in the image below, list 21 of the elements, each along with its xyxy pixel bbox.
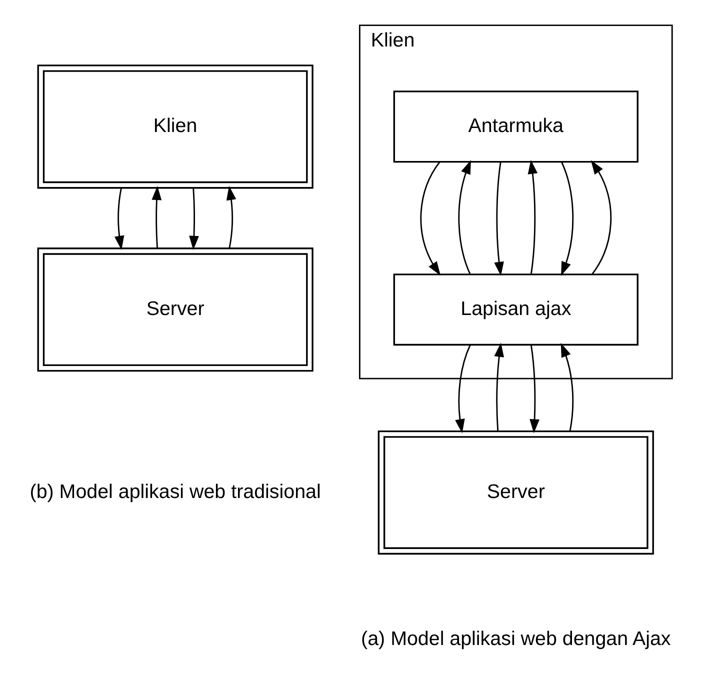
arrow — [458, 160, 471, 274]
arrow — [455, 344, 471, 434]
arrow — [420, 162, 441, 276]
label: (a) Model aplikasi web dengan Ajax — [361, 628, 671, 650]
arrow — [494, 162, 504, 276]
arrow — [530, 344, 540, 434]
arrow — [560, 162, 574, 276]
arrow — [528, 160, 538, 274]
arrow — [152, 186, 162, 248]
arrow — [560, 342, 574, 432]
label: (b) Model aplikasi web tradisional — [30, 480, 321, 503]
arrow — [114, 188, 124, 250]
node-box: Klien — [37, 64, 314, 189]
arrow — [494, 342, 504, 432]
arrow — [590, 160, 612, 274]
node-box: Server — [37, 248, 314, 372]
arrow — [189, 188, 199, 250]
node-box: Server — [378, 430, 654, 555]
node-box: Antarmuka — [393, 90, 638, 163]
arrow — [226, 186, 236, 248]
node-box: Lapisan ajax — [393, 274, 638, 346]
